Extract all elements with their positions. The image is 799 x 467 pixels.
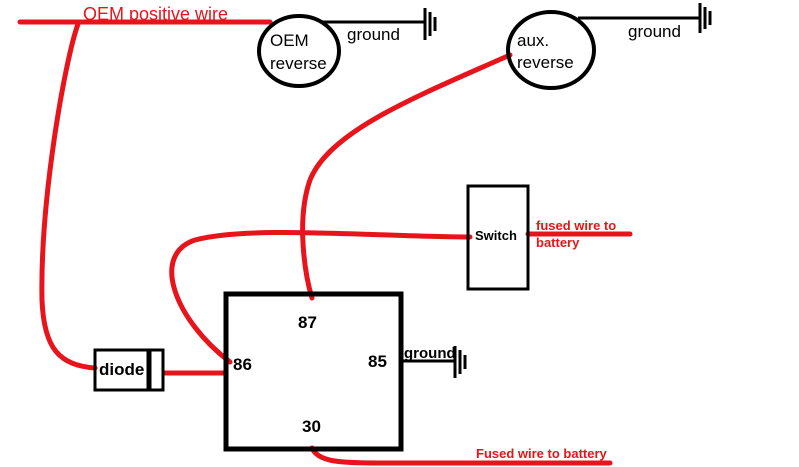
aux-reverse-label-line1: aux. (517, 31, 549, 50)
fused-wire-switch-label-line2: battery (536, 235, 580, 250)
wire-switch-to-86 (169, 229, 473, 365)
oem-reverse-circle (257, 14, 341, 88)
switch-box (466, 184, 530, 291)
ground-symbol-aux (698, 3, 712, 33)
ground-label-aux: ground (628, 22, 681, 41)
switch-label: Switch (475, 228, 517, 243)
fused-wire-battery-label: Fused wire to battery (476, 446, 608, 461)
ground-symbol-oem (423, 8, 437, 40)
oem-reverse-label-line1: OEM (270, 31, 309, 50)
wire-aux-to-87 (300, 52, 513, 301)
oem-reverse-label-line2: reverse (270, 54, 327, 73)
aux-reverse-circle (506, 10, 596, 90)
ground-label-oem: ground (347, 25, 400, 44)
oem-positive-wire-label: OEM positive wire (83, 4, 228, 24)
relay-pin-87: 87 (298, 313, 317, 332)
wire-oem-to-diode (39, 21, 98, 371)
diode-body (93, 348, 165, 392)
aux-reverse-label-line2: reverse (517, 53, 574, 72)
wire-30-to-battery (309, 445, 613, 466)
relay-box (223, 291, 404, 452)
diode-label: diode (99, 360, 144, 379)
ground-symbol-relay (453, 346, 467, 378)
relay-pin-86: 86 (233, 355, 252, 374)
relay-pin-30: 30 (302, 417, 321, 436)
relay-pin-85: 85 (368, 352, 387, 371)
fused-wire-switch-label-line1: fused wire to (536, 218, 616, 233)
ground-label-relay: ground (404, 345, 456, 362)
